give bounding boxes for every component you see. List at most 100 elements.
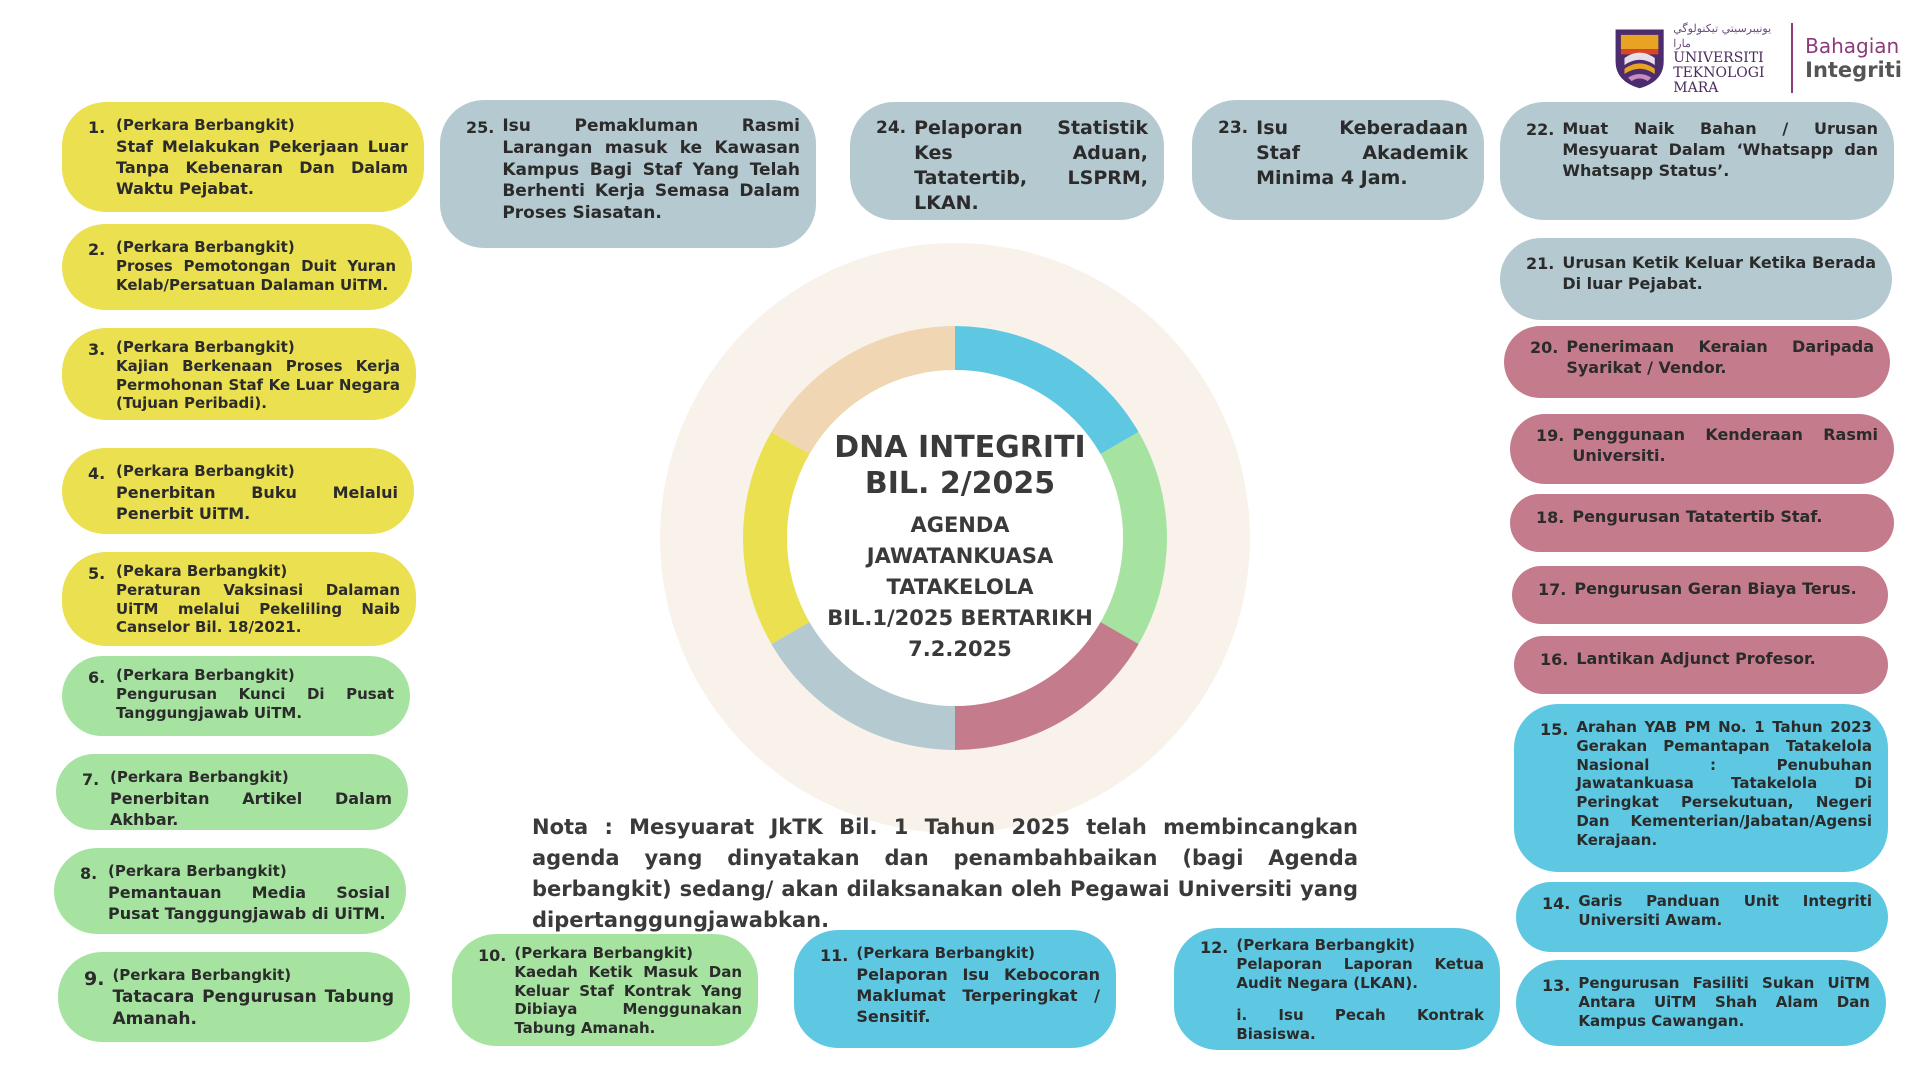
item-number: 8. <box>80 864 98 883</box>
item-tag: (Perkara Berbangkit) <box>116 462 295 480</box>
center-sub-line2: JAWATANKUASA <box>866 544 1054 568</box>
agenda-item-25: 25. Isu Pemakluman Rasmi Larangan masuk … <box>440 100 816 248</box>
item-text: Proses Pemotongan Duit Yuran Kelab/Persa… <box>116 256 396 294</box>
item-number: 4. <box>88 464 106 483</box>
item-number: 1. <box>88 118 106 137</box>
uitm-crest-icon <box>1615 29 1664 89</box>
item-text: Pengurusan Kunci Di Pusat Tanggungjawab … <box>116 684 394 722</box>
item-number: 6. <box>88 668 106 687</box>
item-number: 9. <box>84 968 105 990</box>
agenda-item-21: 21. Urusan Ketik Keluar Ketika Berada Di… <box>1500 238 1892 320</box>
item-number: 15. <box>1540 720 1569 739</box>
donut-svg <box>660 243 1250 833</box>
donut-segment <box>955 622 1139 750</box>
item-tag: (Perkara Berbangkit) <box>116 338 295 356</box>
item-text: Garis Panduan Unit Integriti Universiti … <box>1578 892 1872 929</box>
item-number: 24. <box>876 118 907 138</box>
agenda-item-18: 18. Pengurusan Tatatertib Staf. <box>1510 494 1894 552</box>
item-text: Muat Naik Bahan / Urusan Mesyuarat Dalam… <box>1562 119 1878 181</box>
agenda-item-20: 20. Penerimaan Keraian Daripada Syarikat… <box>1504 326 1890 398</box>
agenda-item-17: 17. Pengurusan Geran Biaya Terus. <box>1512 566 1888 624</box>
item-number: 19. <box>1536 426 1565 445</box>
item-tag: (Perkara Berbangkit) <box>112 966 292 984</box>
agenda-item-7: 7. (Perkara Berbangkit)Penerbitan Artike… <box>56 754 408 830</box>
agenda-item-9: 9. (Perkara Berbangkit) Tatacara Pengurus… <box>58 952 410 1042</box>
logo-jawi: ﯾﻮﻧﯿﺒﺮﺳﯿﺘﻲ ﺗﯿﻜﻨﻮﻟﻮﮔﻲ ﻣﺎرا <box>1673 21 1772 50</box>
center-title-line2: BIL. 2/2025 <box>864 466 1056 501</box>
agenda-item-16: 16. Lantikan Adjunct Profesor. <box>1514 636 1888 694</box>
item-number: 13. <box>1542 976 1571 995</box>
agenda-item-13: 13. Pengurusan Fasiliti Sukan UiTM Antar… <box>1516 960 1886 1046</box>
item-tag: (Pekara Berbangkit) <box>116 562 288 580</box>
item-number: 3. <box>88 340 106 359</box>
item-number: 25. <box>466 118 495 137</box>
donut-segment <box>743 432 810 644</box>
item-text: Penerbitan Buku Melalui Penerbit UiTM. <box>116 482 398 523</box>
item-text: Pengurusan Geran Biaya Terus. <box>1574 579 1857 598</box>
agenda-item-15: 15. Arahan YAB PM No. 1 Tahun 2023 Gerak… <box>1514 704 1888 872</box>
item-tag: (Perkara Berbangkit) <box>110 768 289 786</box>
department-name: Bahagian Integriti <box>1805 34 1902 82</box>
agenda-item-8: 8. (Perkara Berbangkit)Pemantauan Media … <box>54 848 406 934</box>
center-sub-line4: BIL.1/2025 BERTARIKH <box>827 606 1093 630</box>
item-text: Urusan Ketik Keluar Ketika Berada Di lua… <box>1562 253 1876 294</box>
item-tag: (Perkara Berbangkit) <box>856 944 1036 962</box>
footnote: Nota : Mesyuarat JkTK Bil. 1 Tahun 2025 … <box>532 815 1358 932</box>
donut-graphic <box>660 243 1250 833</box>
item-text: Penggunaan Kenderaan Rasmi Universiti. <box>1572 425 1878 466</box>
item-text: Arahan YAB PM No. 1 Tahun 2023 Gerakan P… <box>1576 718 1872 849</box>
item-tag: (Perkara Berbangkit) <box>514 944 694 962</box>
donut-segment <box>771 326 955 454</box>
department-line1: Bahagian <box>1805 34 1900 58</box>
agenda-item-2: 2. (Perkara Berbangkit)Proses Pemotongan… <box>62 224 412 310</box>
item-number: 23. <box>1218 118 1249 138</box>
agenda-item-23: 23. Isu Keberadaan Staf Akademik Minima … <box>1192 100 1484 220</box>
item-text: Pengurusan Tatatertib Staf. <box>1572 507 1823 526</box>
center-sub-line3: TATAKELOLA <box>886 575 1034 599</box>
item-number: 21. <box>1526 254 1555 273</box>
item-tag: (Perkara Berbangkit) <box>116 666 295 684</box>
item-text: Tatacara Pengurusan Tabung Amanah. <box>112 986 394 1030</box>
agenda-item-10: 10. (Perkara Berbangkit)Kaedah Ketik Mas… <box>452 934 758 1046</box>
donut-center <box>787 370 1123 706</box>
item-text: Pelaporan Statistik Kes Aduan, Tataterti… <box>914 117 1148 215</box>
item-number: 2. <box>88 240 106 259</box>
item-tag: (Perkara Berbangkit) <box>116 238 295 256</box>
center-heading: DNA INTEGRITI BIL. 2/2025 AGENDA JAWATAN… <box>810 430 1110 665</box>
item-text: Isu Pemakluman Rasmi Larangan masuk ke K… <box>502 116 800 223</box>
agenda-item-3: 3. (Perkara Berbangkit)Kajian Berkenaan … <box>62 328 416 420</box>
item-tag: (Perkara Berbangkit) <box>1236 936 1416 954</box>
agenda-item-6: 6. (Perkara Berbangkit)Pengurusan Kunci … <box>62 656 410 736</box>
item-number: 7. <box>82 770 100 789</box>
item-text: Staf Melakukan Pekerjaan Luar Tanpa Kebe… <box>116 136 408 199</box>
donut-segment <box>771 622 955 750</box>
logo-divider <box>1791 23 1794 93</box>
logo-line3: MARA <box>1673 79 1719 96</box>
item-number: 14. <box>1542 894 1571 913</box>
item-number: 18. <box>1536 508 1565 527</box>
agenda-item-11: 11. (Perkara Berbangkit)Pelaporan Isu Ke… <box>794 930 1116 1048</box>
logo-line2: TEKNOLOGI <box>1673 64 1765 81</box>
agenda-item-1: 1. (Perkara Berbangkit) Staf Melakukan Pe… <box>62 102 424 212</box>
agenda-item-22: 22. Muat Naik Bahan / Urusan Mesyuarat D… <box>1500 102 1894 220</box>
center-sub-line5: 7.2.2025 <box>908 637 1012 661</box>
agenda-item-4: 4. (Perkara Berbangkit) Penerbitan Buku M… <box>62 448 414 534</box>
item-text: Pengurusan Fasiliti Sukan UiTM Antara Ui… <box>1578 974 1870 1030</box>
agenda-item-24: 24. Pelaporan Statistik Kes Aduan, Tatat… <box>850 102 1164 220</box>
logo-line1: UNIVERSITI <box>1673 49 1764 66</box>
donut-segment <box>955 326 1139 454</box>
item-subtext: i. Isu Pecah Kontrak Biasiswa. <box>1236 1006 1484 1043</box>
uitm-wordmark: ﯾﻮﻧﯿﺒﺮﺳﯿﺘﻲ ﺗﯿﻜﻨﻮﻟﻮﮔﻲ ﻣﺎرا UNIVERSITI TEK… <box>1673 21 1779 96</box>
item-text: Penerimaan Keraian Daripada Syarikat / V… <box>1566 337 1874 378</box>
item-text: Lantikan Adjunct Profesor. <box>1576 649 1816 668</box>
agenda-item-12: 12. (Perkara Berbangkit)Pelaporan Lapora… <box>1174 928 1500 1050</box>
agenda-item-14: 14. Garis Panduan Unit Integriti Univers… <box>1516 882 1888 952</box>
item-number: 17. <box>1538 580 1567 599</box>
department-line2: Integriti <box>1805 58 1902 82</box>
item-text: Pelaporan Laporan Ketua Audit Negara (LK… <box>1236 954 1484 992</box>
item-number: 20. <box>1530 338 1559 357</box>
item-text: Kajian Berkenaan Proses Kerja Permohonan… <box>116 356 400 413</box>
item-tag: (Perkara Berbangkit) <box>116 116 295 134</box>
item-text: Isu Keberadaan Staf Akademik Minima 4 Ja… <box>1256 117 1468 190</box>
item-number: 22. <box>1526 120 1555 139</box>
